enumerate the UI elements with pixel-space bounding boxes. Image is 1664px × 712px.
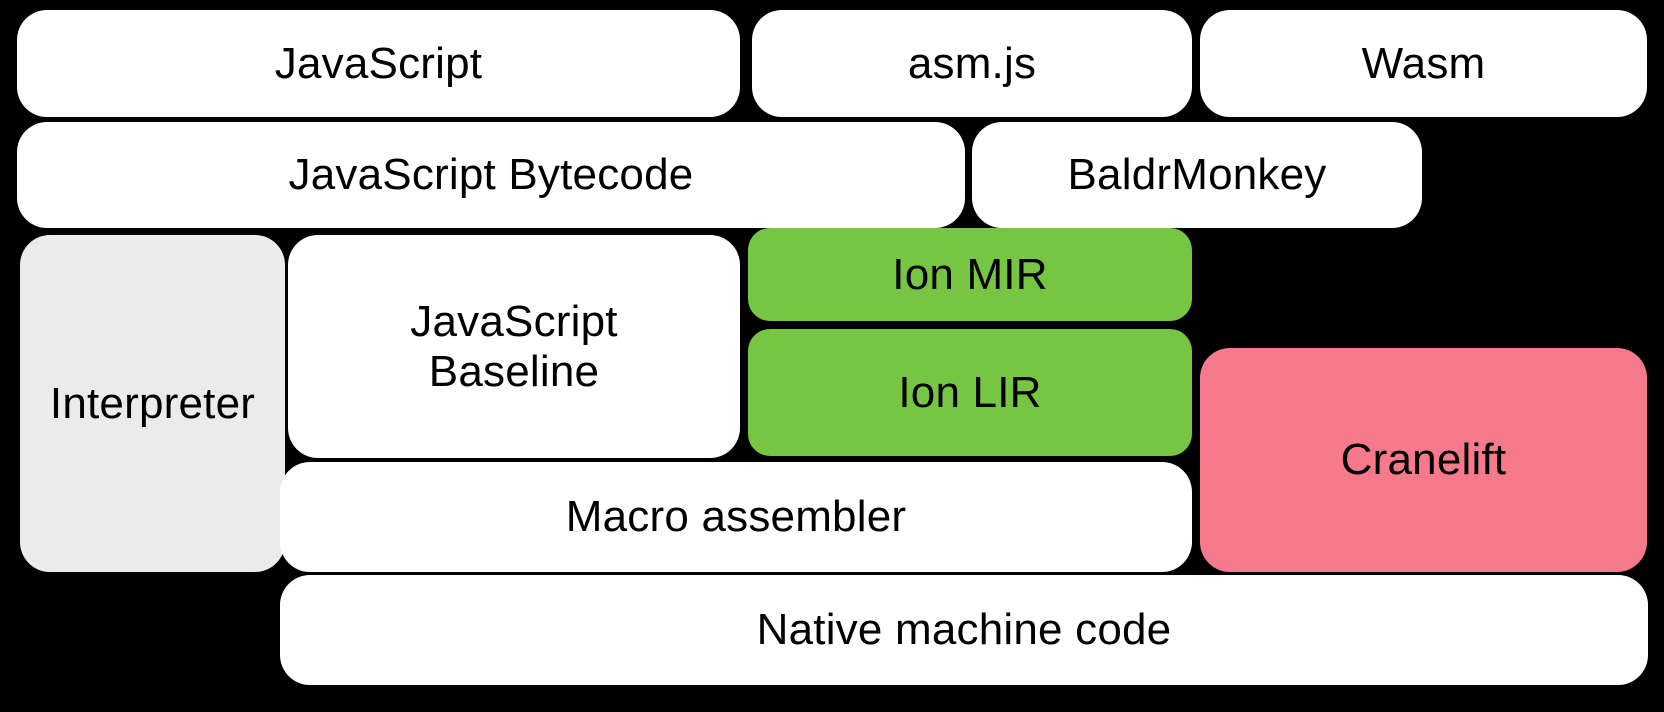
node-javascript[interactable]: JavaScript: [17, 10, 740, 117]
node-javascript-bytecode[interactable]: JavaScript Bytecode: [17, 122, 965, 228]
node-javascript-baseline[interactable]: JavaScript Baseline: [288, 235, 740, 458]
node-wasm[interactable]: Wasm: [1200, 10, 1647, 117]
node-baldrmonkey[interactable]: BaldrMonkey: [972, 122, 1422, 228]
node-interpreter[interactable]: Interpreter: [20, 235, 285, 572]
node-ion-lir[interactable]: Ion LIR: [748, 329, 1192, 456]
node-macro-assembler[interactable]: Macro assembler: [280, 462, 1192, 572]
node-cranelift[interactable]: Cranelift: [1200, 348, 1647, 572]
node-native-machine-code[interactable]: Native machine code: [280, 575, 1648, 685]
node-ion-mir[interactable]: Ion MIR: [748, 228, 1192, 321]
node-asm-js[interactable]: asm.js: [752, 10, 1192, 117]
